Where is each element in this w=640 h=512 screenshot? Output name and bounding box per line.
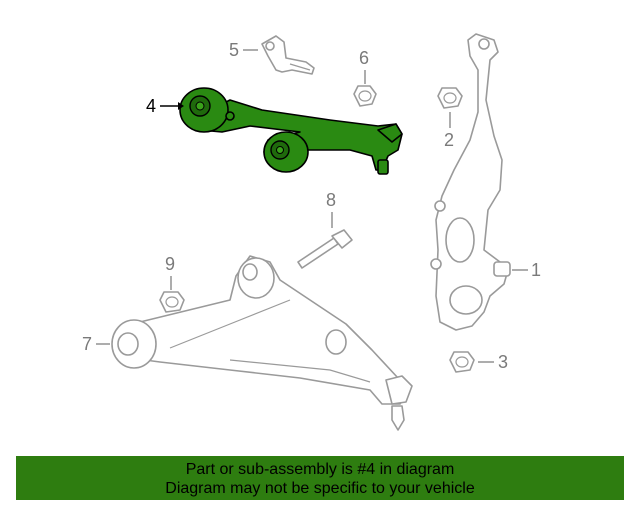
callout-9: 9 (165, 254, 175, 274)
banner-line-1: Part or sub-assembly is #4 in diagram (185, 461, 455, 478)
callout-3: 3 (498, 352, 508, 372)
callout-1: 1 (531, 260, 541, 280)
part-4-upper-control-arm[interactable] (179, 87, 403, 175)
part-1-steering-knuckle[interactable] (430, 33, 511, 331)
part-9-nut[interactable] (159, 291, 185, 313)
part-2-nut[interactable] (437, 87, 463, 109)
callout-5: 5 (229, 40, 239, 60)
callout-6: 6 (359, 48, 369, 68)
callout-8: 8 (326, 190, 336, 210)
banner-line-2: Diagram may not be specific to your vehi… (165, 480, 475, 497)
part-5-bracket-bolt[interactable] (261, 35, 315, 75)
callout-4: 4 (146, 96, 156, 116)
part-7-lower-control-arm[interactable] (111, 255, 413, 431)
part-3-nut[interactable] (449, 351, 475, 373)
part-6-nut[interactable] (353, 85, 377, 107)
info-banner: Part or sub-assembly is #4 in diagram Di… (16, 456, 624, 500)
callout-2: 2 (444, 130, 454, 150)
callout-7: 7 (82, 334, 92, 354)
arrow-4 (178, 102, 184, 110)
part-8-bolt[interactable] (297, 229, 353, 269)
parts-diagram: 5 6 2 4 1 (82, 33, 541, 431)
